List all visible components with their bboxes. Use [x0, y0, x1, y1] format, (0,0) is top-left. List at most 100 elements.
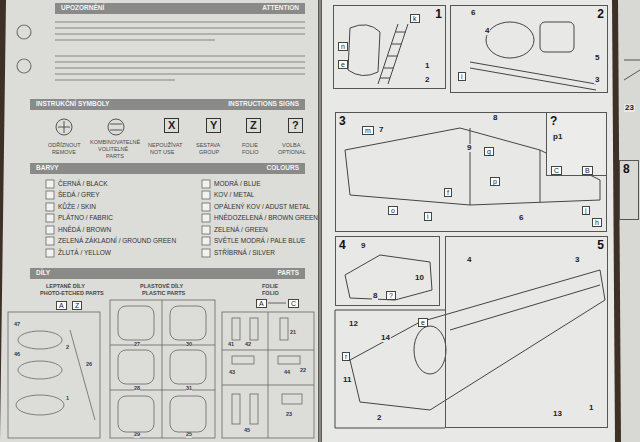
colour-swatches — [202, 203, 210, 211]
assembly-drawings — [540, 22, 574, 52]
part-letter: g — [484, 147, 494, 156]
symbol-caption: VOLBA — [282, 143, 300, 149]
callout-number: 4 — [484, 27, 490, 35]
parts-heading: FOLIE — [262, 284, 278, 290]
band-heading: PARTS — [277, 270, 299, 277]
colour-swatches — [46, 203, 54, 211]
colour-name: HNĚDOZELENÁ / BROWN GREEN — [214, 215, 318, 222]
callout-number: 4 — [466, 256, 472, 264]
part-letter: r — [342, 352, 350, 361]
sprue-number: 25 — [186, 432, 192, 438]
symbol-caption: NOT USE — [150, 150, 174, 156]
part-letter: n — [338, 42, 348, 51]
callout-number: 14 — [380, 334, 391, 342]
part-letter: C — [551, 166, 562, 175]
sprue-number: 21 — [290, 330, 296, 336]
part-letter: C — [288, 299, 299, 308]
sprue-number: 2 — [66, 345, 69, 351]
symbol-caption: SESTAVA — [196, 143, 220, 149]
sprue-number: 26 — [86, 362, 92, 368]
instruction-symbols — [56, 119, 124, 135]
callout-number: 8 — [372, 292, 378, 300]
part-letter: e — [338, 60, 348, 69]
instruction-symbols — [108, 119, 124, 135]
colour-name: ZELENÁ / GREEN — [214, 227, 268, 234]
paragraph-lines — [55, 27, 305, 29]
right-page-edge-drawings — [624, 60, 640, 80]
part-letter: f — [444, 188, 452, 197]
parts-sprues — [232, 356, 254, 364]
parts-sprues — [282, 394, 302, 404]
assembly-drawings — [345, 255, 432, 300]
parts-sprues — [110, 300, 215, 438]
paragraph-lines — [55, 21, 305, 23]
callout-number: 3 — [594, 76, 600, 84]
colour-name: OPÁLENÝ KOV / ADUST METAL — [214, 204, 310, 211]
paragraph-lines — [55, 21, 305, 81]
sprue-number: 1 — [66, 396, 69, 402]
parts-sprues — [18, 361, 62, 379]
callout-number: 7 — [378, 126, 384, 134]
step-panel: 8 — [619, 160, 639, 220]
instruction-symbols — [110, 124, 122, 130]
book-background — [319, 0, 322, 442]
paragraph-lines — [55, 39, 215, 41]
band-heading: UPOZORNĚNÍ — [61, 5, 104, 12]
part-letter: k — [410, 14, 420, 23]
parts-sprues — [8, 300, 314, 438]
colour-name: ŠEDÁ / GREY — [58, 192, 100, 199]
sprue-number: 42 — [245, 342, 251, 348]
colour-name: PLÁTNO / FABRIC — [58, 215, 113, 222]
callout-number: 9 — [360, 242, 366, 250]
callout-number: 2 — [424, 76, 430, 84]
symbol-caption: OPTIONAL — [278, 150, 306, 156]
part-letter: p — [490, 177, 500, 186]
parts-heading: PLASTOVÉ DÍLY — [140, 284, 183, 290]
assembly-drawings — [348, 25, 380, 76]
colour-name: ZELENÁ ZÁKLADNÍ / GROUND GREEN — [58, 238, 176, 245]
callout-number: 10 — [414, 274, 425, 282]
part-letter: j — [582, 206, 590, 215]
colour-name: SVĚTLE MODRÁ / PALE BLUE — [214, 238, 305, 245]
symbol-caption: REMOVE — [52, 150, 76, 156]
band-heading: ATTENTION — [262, 5, 299, 12]
parts-heading: PLASTIC PARTS — [142, 291, 185, 297]
symbol-caption: ODŘÍZNOUT — [48, 143, 81, 149]
band-heading: COLOURS — [267, 165, 300, 172]
sprue-number: 30 — [186, 342, 192, 348]
assembly-drawings — [378, 24, 408, 84]
colour-swatches — [46, 249, 54, 257]
symbol-caption: PARTS — [106, 154, 124, 160]
part-letter: B — [582, 166, 593, 175]
step-number: 5 — [597, 239, 604, 251]
callout-number: 1 — [424, 62, 430, 70]
book-background — [322, 0, 615, 442]
parts-sprues — [18, 331, 62, 349]
paragraph-lines — [55, 73, 305, 75]
callout-number: 12 — [348, 320, 359, 328]
part-letter: o — [388, 206, 398, 215]
sprue-number: 31 — [186, 386, 192, 392]
parts-sprues — [170, 396, 206, 432]
part-letter: e — [418, 318, 428, 327]
book-background — [618, 0, 640, 442]
symbol-caption: NEPOUŽÍVAT — [148, 143, 182, 149]
parts-sprues — [222, 312, 314, 438]
parts-sprues — [170, 306, 206, 340]
symbol-caption: FOLIO — [242, 150, 259, 156]
instruction-symbols — [58, 121, 70, 133]
parts-sprues — [118, 350, 154, 384]
callout-number: 23 — [624, 104, 635, 112]
parts-sprues — [8, 312, 100, 438]
step-panel: 5 — [445, 236, 608, 428]
callout-number: 6 — [518, 214, 524, 222]
symbol-letter: Y — [206, 118, 221, 133]
assembly-drawings — [470, 62, 596, 90]
symbol-caption: KOMBINOVATELNÉ — [90, 140, 140, 146]
colour-name: MODRÁ / BLUE — [214, 181, 261, 188]
assembly-drawings — [450, 285, 600, 330]
colour-name: KŮŽE / SKIN — [58, 204, 96, 211]
parts-sprues — [232, 318, 240, 340]
